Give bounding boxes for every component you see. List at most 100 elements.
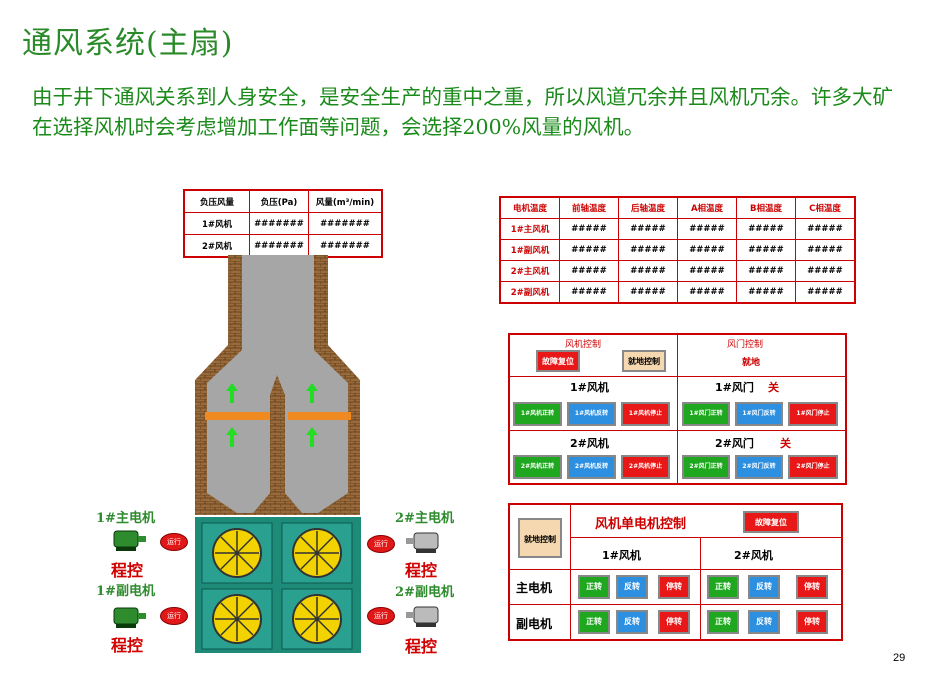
table-header: 负压(Pa) [249,189,309,213]
table-cell: ##### [736,239,796,261]
door-control-label: 风门控制 [727,340,764,350]
temperature-table: 电机温度 前轴温度 后轴温度 A相温度 B相温度 C相温度 1#主风机 ####… [499,196,856,304]
fan1-stop-button[interactable]: 1#风机停止 [621,402,670,426]
fan1-forward-button[interactable]: 1#风机正转 [513,402,562,426]
fan2-forward-button[interactable]: 2#风机正转 [513,455,562,479]
table-cell: ##### [736,218,796,240]
table-cell: 1#主风机 [499,218,560,240]
airflow-arrow-icon [226,427,238,447]
fan1-main-forward-button[interactable]: 正转 [578,575,610,599]
fan-units [201,522,353,650]
table-cell: ##### [559,281,619,304]
table-cell: ##### [677,239,737,261]
table-row: 1#主风机 ##### ##### ##### ##### ##### [499,218,856,240]
status-indicator: 运行 [160,533,188,551]
table-cell: 2#主风机 [499,260,560,282]
fan2-label: 2#风机 [734,549,773,562]
fan1-aux-reverse-button[interactable]: 反转 [616,610,648,634]
damper-right [288,412,351,420]
table-cell: ##### [618,218,678,240]
door1-open-button[interactable]: 1#风门正转 [682,402,730,426]
fan2-aux-reverse-button[interactable]: 反转 [748,610,780,634]
door1-reverse-button[interactable]: 1#风门反转 [735,402,783,426]
table-cell: ##### [795,260,856,282]
table-cell: ##### [559,218,619,240]
fan2-label: 2#风机 [570,437,609,450]
table-cell: ##### [736,281,796,304]
table-row: 2#副风机 ##### ##### ##### ##### ##### [499,281,856,304]
table-header: C相温度 [795,196,856,219]
table-header: 后轴温度 [618,196,678,219]
table-header: 前轴温度 [559,196,619,219]
table-row: 1#风机 ####### ####### [183,212,383,235]
single-motor-title: 风机单电机控制 [595,517,687,532]
page-title: 通风系统(主扇) [22,26,234,61]
door2-label: 2#风门 [715,437,754,450]
door1-stop-button[interactable]: 1#风门停止 [788,402,838,426]
fan2-main-stop-button[interactable]: 停转 [796,575,828,599]
table-row: 1#副风机 ##### ##### ##### ##### ##### [499,239,856,261]
table-header: 风量(m³/min) [308,189,383,213]
table-cell: ##### [677,218,737,240]
table-header: A相温度 [677,196,737,219]
fan2-main-forward-button[interactable]: 正转 [707,575,739,599]
fan-control-label: 风机控制 [565,340,602,350]
fan1-main-reverse-button[interactable]: 反转 [616,575,648,599]
airflow-arrow-icon [306,383,318,403]
motor-label-2-main: 2#主电机 [395,511,454,526]
table-row: 2#风机 ####### ####### [183,234,383,258]
fan1-aux-stop-button[interactable]: 停转 [658,610,690,634]
airflow-arrow-icon [226,383,238,403]
fan2-aux-forward-button[interactable]: 正转 [707,610,739,634]
remote-label: 程控 [111,636,144,655]
motor-label-2-aux: 2#副电机 [395,585,454,600]
table-header: B相温度 [736,196,796,219]
fan1-aux-forward-button[interactable]: 正转 [578,610,610,634]
damper-left [205,412,270,420]
door2-open-button[interactable]: 2#风门正转 [682,455,730,479]
door1-state: 关 [768,381,779,394]
table-cell: ##### [795,239,856,261]
fan2-main-reverse-button[interactable]: 反转 [748,575,780,599]
door2-stop-button[interactable]: 2#风门停止 [788,455,838,479]
remote-control-button[interactable]: 就地控制 [518,518,562,558]
shaft-duct [207,255,348,513]
fan-icon [212,594,262,644]
fan1-reverse-button[interactable]: 1#风机反转 [567,402,616,426]
table-cell: ##### [618,281,678,304]
airflow-arrow-icon [306,427,318,447]
fan1-main-stop-button[interactable]: 停转 [658,575,690,599]
fan2-reverse-button[interactable]: 2#风机反转 [567,455,616,479]
table-cell: ##### [795,218,856,240]
fault-reset-button[interactable]: 故障复位 [743,511,799,533]
table-cell: 1#风机 [183,212,250,235]
motor-icon [406,606,439,627]
door1-label: 1#风门 [715,381,754,394]
table-row: 电机温度 前轴温度 后轴温度 A相温度 B相温度 C相温度 [499,196,856,219]
fan2-aux-stop-button[interactable]: 停转 [796,610,828,634]
table-cell: ##### [736,260,796,282]
motor-icon [406,532,439,553]
table-cell: ##### [559,260,619,282]
status-indicator: 运行 [160,607,188,625]
page-number: 29 [893,652,906,664]
table-cell: 2#风机 [183,234,250,258]
main-motor-label: 主电机 [516,581,553,595]
fault-reset-button[interactable]: 故障复位 [536,350,580,372]
door-mode-label: 就地 [742,358,761,368]
fan1-label: 1#风机 [570,381,609,394]
motor-label-1-main: 1#主电机 [96,511,155,526]
remote-label: 程控 [405,637,438,656]
door2-reverse-button[interactable]: 2#风门反转 [735,455,783,479]
table-cell: ##### [618,239,678,261]
fan1-label: 1#风机 [602,549,641,562]
motor-label-1-aux: 1#副电机 [96,584,155,599]
table-cell: 1#副风机 [499,239,560,261]
remote-label: 程控 [405,561,438,580]
remote-control-button[interactable]: 就地控制 [622,350,666,372]
pressure-flow-table: 负压风量 负压(Pa) 风量(m³/min) 1#风机 ####### ####… [183,189,383,258]
table-cell: ####### [249,212,309,235]
fan2-stop-button[interactable]: 2#风机停止 [621,455,670,479]
table-cell: ####### [249,234,309,258]
table-cell: 2#副风机 [499,281,560,304]
